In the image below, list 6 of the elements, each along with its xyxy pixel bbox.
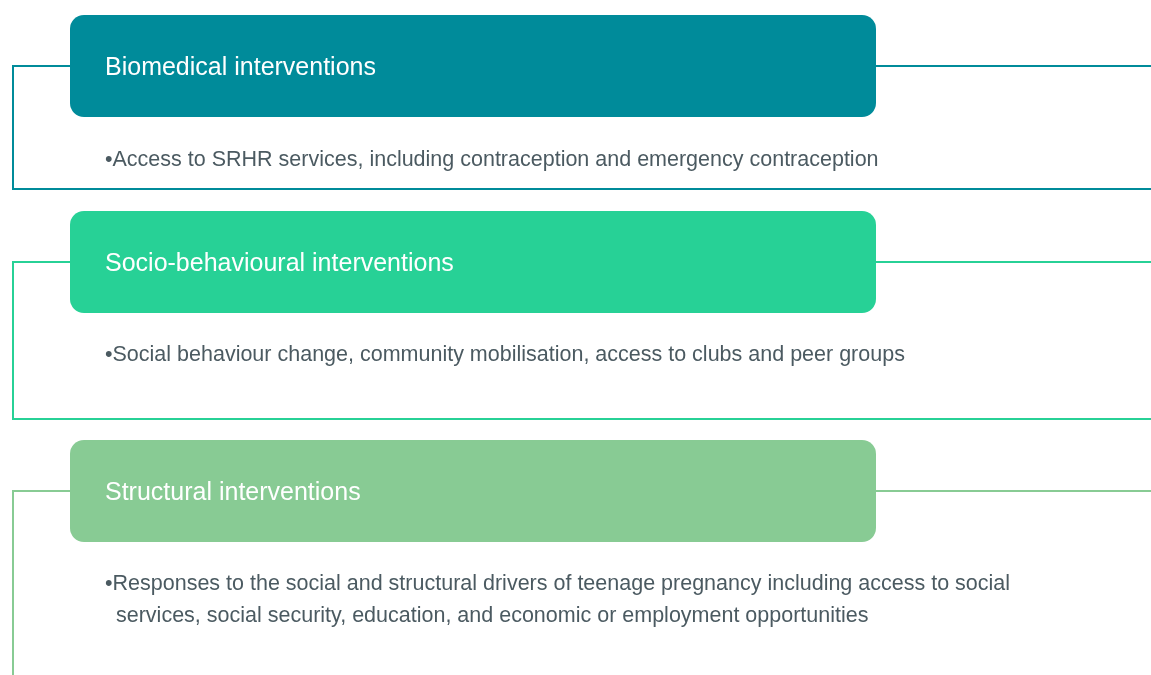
category-header: Structural interventions xyxy=(70,440,876,542)
bullet-text: •Social behaviour change, community mobilisation, access to clubs and peer groups xyxy=(105,341,906,368)
bullet-text: •Responses to the social and structural drivers of teenage pregnancy including access to social services, social security, education, and economic or employment opportunities xyxy=(105,570,1012,629)
category-header: Biomedical interventions xyxy=(70,15,876,117)
bullet-text: •Access to SRHR services, including contraception and emergency contraception xyxy=(105,146,880,173)
category-header: Socio-behavioural interventions xyxy=(70,211,876,313)
